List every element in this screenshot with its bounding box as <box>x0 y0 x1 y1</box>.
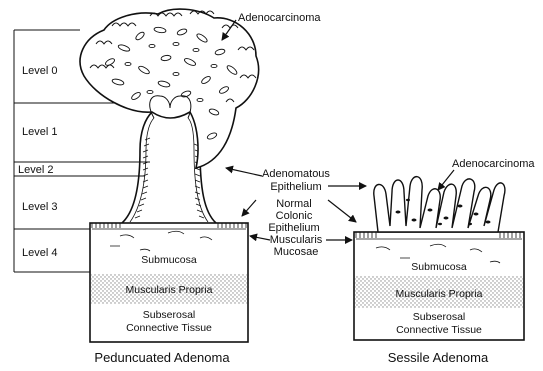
ses-muscularis-propria-label: Muscularis Propria <box>396 288 483 300</box>
normal-colonic-label-1: Normal <box>276 198 311 210</box>
adenomatous-label-1: Adenomatous <box>262 168 330 180</box>
normal-colonic-label-2: Colonic <box>276 210 313 222</box>
adenocarcinoma-label-sessile: Adenocarcinoma <box>452 158 535 170</box>
ses-subserosal-label-1: Subserosal <box>413 311 466 323</box>
adenomatous-label-2: Epithelium <box>270 181 321 193</box>
ped-subserosal-label-1: Subserosal <box>143 309 196 321</box>
level-2-label: Level 2 <box>18 164 53 176</box>
pedunculated-caption: Peduncuated Adenoma <box>94 350 230 365</box>
ped-submucosa-label: Submucosa <box>141 254 197 266</box>
ses-submucosa-label: Submucosa <box>411 261 467 273</box>
muscularis-mucosae-label-1: Muscularis <box>270 234 323 246</box>
normal-colonic-label-3: Epithelium <box>268 222 319 234</box>
ped-subserosal-label-2: Connective Tissue <box>126 322 212 334</box>
level-1-label: Level 1 <box>22 126 57 138</box>
level-3-label: Level 3 <box>22 201 57 213</box>
ped-muscularis-propria-label: Muscularis Propria <box>126 284 213 296</box>
ses-subserosal-label-2: Connective Tissue <box>396 324 482 336</box>
adenocarcinoma-label-top: Adenocarcinoma <box>238 12 321 24</box>
level-4-label: Level 4 <box>22 247 57 259</box>
level-0-label: Level 0 <box>22 65 57 77</box>
muscularis-mucosae-label-2: Mucosae <box>274 246 319 258</box>
sessile-caption: Sessile Adenoma <box>388 350 489 365</box>
